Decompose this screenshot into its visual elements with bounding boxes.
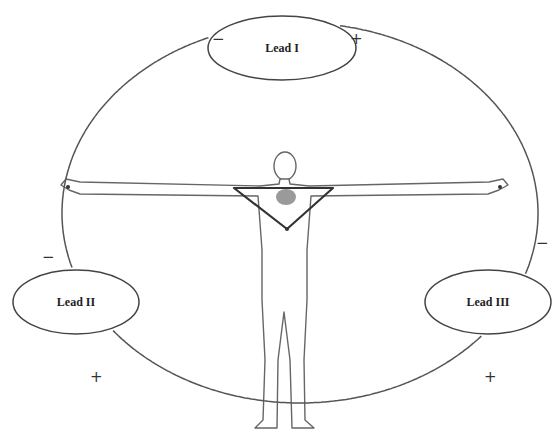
lead-connector [113,331,481,403]
electrode-dot [285,227,289,231]
polarity-sign: + [90,370,103,385]
ellipse-shape [425,270,551,334]
ellipse-shape [13,270,139,334]
polarity-sign: − [536,236,549,251]
lead-ellipse: Lead II [12,269,140,335]
polarity-sign: − [212,32,225,47]
ellipse-shape [208,16,356,80]
lead-label: Lead III [466,295,509,310]
lead-connector [340,26,538,274]
electrode-dot [498,185,502,189]
electrode-dot [66,185,70,189]
polarity-sign: − [42,250,55,265]
lead-ellipse: Lead I [207,15,357,81]
polarity-sign: + [350,32,363,47]
einthoven-triangle [234,188,333,229]
polarity-sign: + [484,370,497,385]
lead-ellipse: Lead III [424,269,552,335]
head [274,152,296,180]
heart [276,189,296,205]
lead-connector [62,38,208,268]
lead-label: Lead I [265,41,299,56]
lead-label: Lead II [57,295,95,310]
